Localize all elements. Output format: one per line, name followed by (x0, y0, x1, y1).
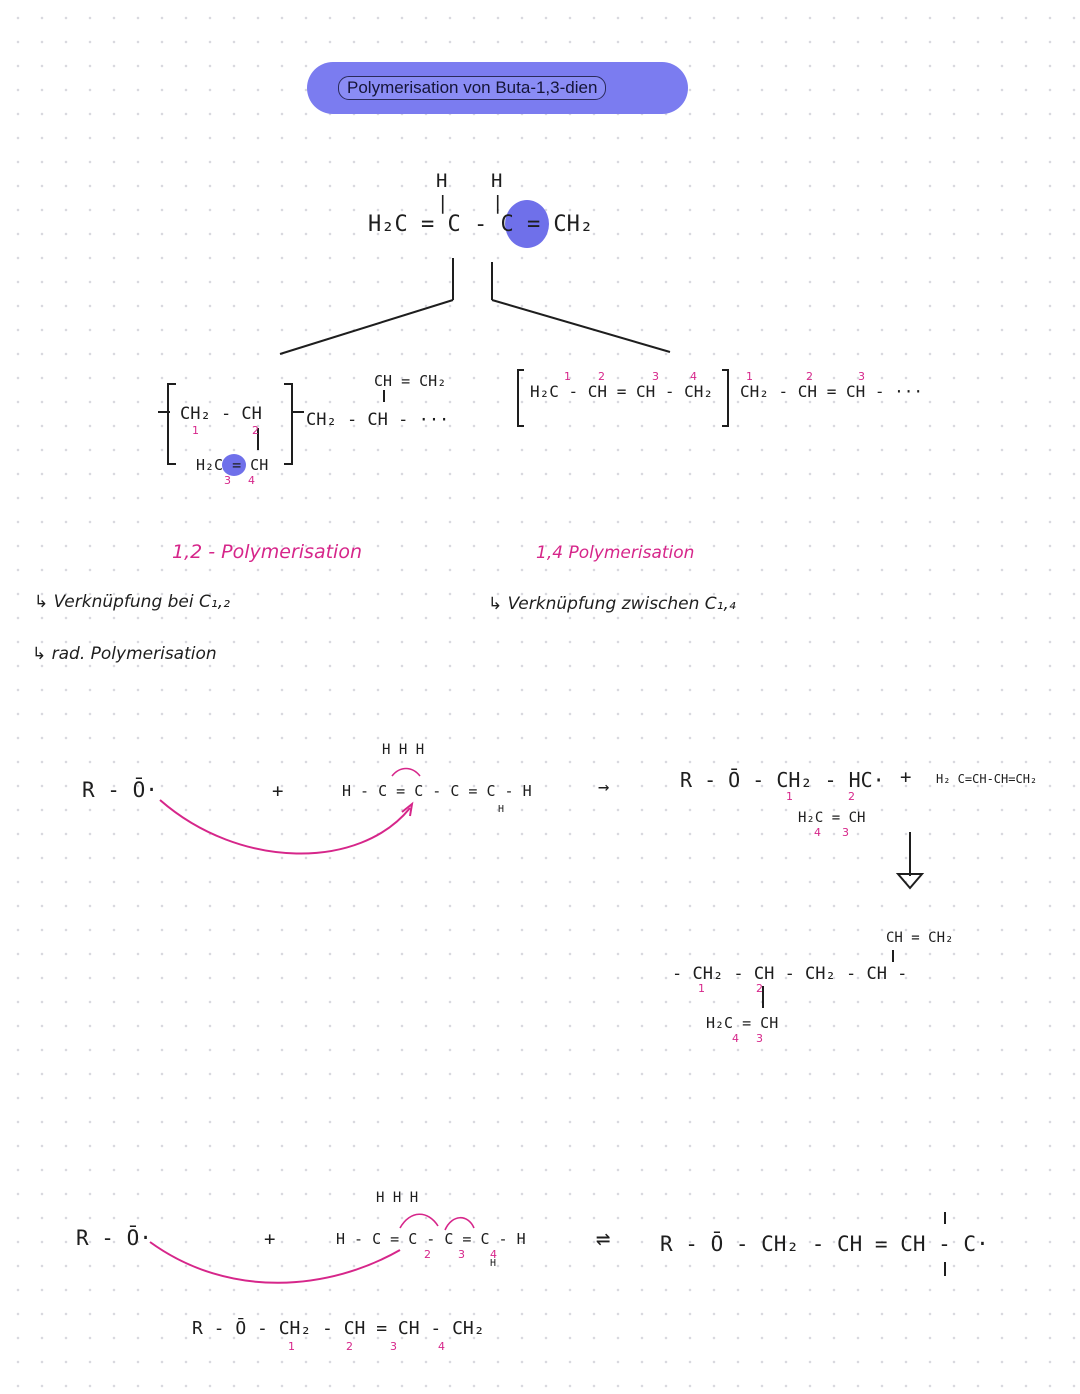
poly12-tail: CH₂ - CH - ··· (306, 410, 450, 430)
bracket-right-open (517, 369, 524, 427)
poly12-num-3: 3 (224, 474, 231, 487)
poly14-tail: CH₂ - CH = CH - ··· (740, 382, 924, 401)
poly12-tail-top: CH = CH₂ (374, 372, 447, 390)
mech1-product-side: H₂C = CH (798, 810, 866, 826)
poly14-num-6: 2 (806, 370, 813, 383)
side-double-bond-highlight (222, 454, 246, 476)
monomer-h-right: H (491, 170, 503, 192)
mech1-monomer2: H₂ C=CH-CH=CH₂ (936, 772, 1038, 786)
bracket-left-open (167, 383, 176, 465)
mech2-num-2: 2 (424, 1248, 431, 1261)
bracket-right-close (722, 369, 729, 427)
poly14-num-4: 4 (690, 370, 697, 383)
down-arrow-head (895, 873, 925, 890)
poly12-chain: CH₂ - CH (180, 404, 262, 424)
mech1-reaction-arrow: → (598, 776, 610, 798)
mech1-poly-top: CH = CH₂ (886, 930, 954, 946)
electron-arrow-2 (149, 1241, 401, 1284)
mech2-bottom-chain: R - Ō - CH₂ - CH = CH - CH₂ (192, 1318, 485, 1339)
double-bond-highlight (505, 200, 549, 248)
mech1-poly-num-4: 4 (732, 1032, 739, 1045)
mech2-radical: R - Ō· (76, 1226, 152, 1250)
poly14-num-3: 3 (652, 370, 659, 383)
mech2-butadiene: H - C = C - C = C - H (336, 1230, 526, 1248)
mech2-equilibrium: ⇌ (596, 1224, 611, 1252)
mech1-plus: + (272, 780, 284, 802)
poly12-num-4: 4 (248, 474, 255, 487)
poly14-chain: H₂C - CH = CH - CH₂ (530, 382, 714, 401)
mech2-bottom-num-1: 1 (288, 1340, 295, 1353)
note-verknuepfung-14: ↳ Verknüpfung zwischen C₁,₄ (488, 594, 736, 614)
bond-arrow-2b (444, 1216, 475, 1231)
monomer-formula: H₂C = C - C = CH₂ (368, 212, 594, 237)
monomer-h-left: H (436, 170, 448, 192)
bond-arrow-2a (399, 1213, 439, 1229)
poly12-num-2: 2 (252, 424, 259, 437)
bracket-left-close (284, 383, 293, 465)
poly14-num-5: 1 (746, 370, 753, 383)
mech2-num-4: 4 (490, 1248, 497, 1261)
mech1-poly-side: H₂C = CH (706, 1014, 779, 1032)
mech2-bottom-num-3: 3 (390, 1340, 397, 1353)
mech1-butadiene: H - C = C - C = C - H (342, 782, 532, 800)
poly14-num-7: 3 (858, 370, 865, 383)
mech1-poly-num-3: 3 (756, 1032, 763, 1045)
bond-line: | (437, 192, 449, 214)
poly14-num-2: 2 (598, 370, 605, 383)
poly14-num-1: 1 (564, 370, 571, 383)
label-14-polymerisation: 1,4 Polymerisation (536, 543, 695, 563)
mech1-prod-num-2: 2 (848, 790, 855, 803)
mech1-product: R - Ō - CH₂ - HC· (680, 768, 885, 792)
mech1-plus2: + (900, 766, 912, 788)
mech2-bottom-num-4: 4 (438, 1340, 445, 1353)
bond-arrow-1 (391, 767, 421, 777)
label-12-polymerisation: 1,2 - Polymerisation (172, 541, 362, 563)
mech1-poly-num-2: 2 (756, 982, 763, 995)
electron-arrow-1 (159, 799, 411, 855)
mech2-product: R - Ō - CH₂ - CH = CH - C· (660, 1232, 989, 1256)
mech1-poly-num-1: 1 (698, 982, 705, 995)
mech2-bottom-num-2: 2 (346, 1340, 353, 1353)
mech1-hydrogens: H H H (382, 742, 425, 758)
mech2-num-3: 3 (458, 1248, 465, 1261)
branch-left (279, 299, 454, 355)
mech1-prod-num-1: 1 (786, 790, 793, 803)
mech1-prod-num-3: 3 (842, 826, 849, 839)
mech2-plus: + (264, 1228, 276, 1250)
mech1-poly-chain: - CH₂ - CH - CH₂ - CH - (672, 964, 908, 984)
branch-right (491, 299, 671, 353)
mech1-radical: R - Ō· (82, 778, 158, 802)
bond-line: | (492, 192, 504, 214)
mech1-prod-num-4: 4 (814, 826, 821, 839)
note-verknuepfung-12: ↳ Verknüpfung bei C₁,₂ (34, 592, 230, 612)
page-title: Polymerisation von Buta-1,3-dien (338, 76, 607, 100)
mech2-hydrogens: H H H (376, 1190, 419, 1206)
note-radikalisch: ↳ rad. Polymerisation (32, 644, 217, 664)
poly12-num-1: 1 (192, 424, 199, 437)
mech1-h-below: H (498, 804, 505, 815)
mech2-h-below: H (490, 1258, 497, 1269)
poly12-side: H₂C = CH (196, 456, 269, 474)
